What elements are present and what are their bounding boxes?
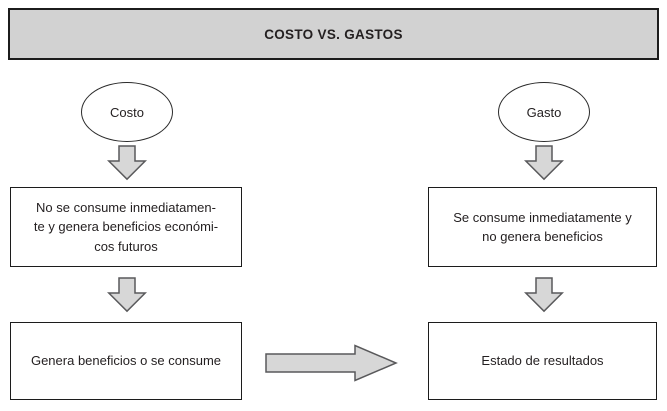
box-gasto-definition: Se consume inmediatamente y no genera be… [428, 187, 657, 267]
title-bar: COSTO VS. GASTOS [8, 8, 659, 60]
box-costo-result-text: Genera beneficios o se consume [30, 353, 222, 369]
down-arrow-icon [107, 145, 147, 181]
box-costo-definition: No se consume inmediatamen- te y genera … [10, 187, 242, 267]
page-title: COSTO VS. GASTOS [264, 26, 403, 42]
oval-gasto: Gasto [498, 82, 590, 142]
box-costo-definition-text: No se consume inmediatamen- te y genera … [33, 199, 219, 254]
oval-gasto-label: Gasto [526, 104, 562, 120]
box-gasto-result-text: Estado de resultados [481, 353, 604, 369]
down-arrow-icon [107, 277, 147, 313]
box-gasto-definition-text: Se consume inmediatamente y no genera be… [453, 209, 632, 245]
right-arrow-icon [265, 344, 398, 382]
box-gasto-result: Estado de resultados [428, 322, 657, 400]
oval-costo: Costo [81, 82, 173, 142]
box-costo-result: Genera beneficios o se consume [10, 322, 242, 400]
down-arrow-icon [524, 145, 564, 181]
down-arrow-icon [524, 277, 564, 313]
oval-costo-label: Costo [110, 104, 144, 120]
